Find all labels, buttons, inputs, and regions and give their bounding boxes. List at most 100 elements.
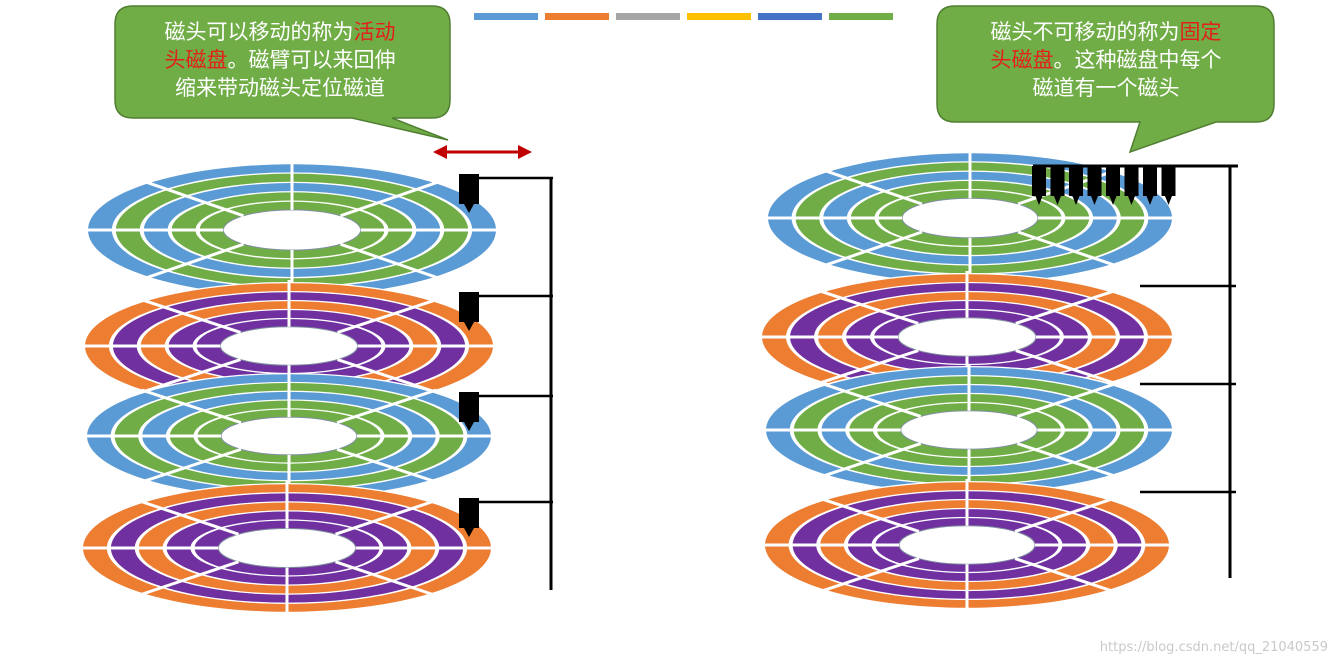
- platter: [760, 364, 1178, 496]
- platter-sector-line: [817, 349, 919, 386]
- palette-swatch: [829, 13, 893, 20]
- platter-sector-line: [143, 242, 244, 281]
- read-head-body: [1032, 166, 1046, 196]
- read-head-body: [1050, 166, 1065, 196]
- platter-sector-line: [140, 297, 241, 334]
- read-head: [1087, 166, 1102, 205]
- platter: [81, 371, 497, 501]
- platter-sector-line: [819, 496, 920, 533]
- read-head: [1161, 166, 1176, 205]
- platter-sector-line: [337, 297, 438, 334]
- platter-spindle-hole: [220, 416, 358, 456]
- platter-sector-line: [1015, 349, 1117, 386]
- read-head: [459, 292, 479, 331]
- watermark: https://blog.csdn.net/qq_21040559: [1099, 640, 1328, 655]
- read-head-body: [1087, 166, 1102, 196]
- platter-sector-line: [138, 499, 239, 536]
- platter-spindle-hole: [219, 326, 359, 366]
- read-head-tip: [1128, 196, 1135, 205]
- callout-left-text: 磁头可以移动的称为活动 头磁盘。磁臂可以来回伸 缩来带动磁头定位磁道: [128, 18, 432, 102]
- platter-spindle-hole: [900, 410, 1038, 450]
- callout-right-line3: 磁道有一个磁头: [1032, 76, 1180, 100]
- palette-swatch: [616, 13, 680, 20]
- moving-head-disk: [77, 161, 553, 615]
- palette-swatch: [758, 13, 822, 20]
- callout-right-text: 磁头不可移动的称为固定 头磁盘。这种磁盘中每个 磁道有一个磁头: [948, 18, 1264, 102]
- platter-sector-line: [340, 242, 441, 281]
- platter-sector-line: [822, 168, 923, 206]
- callout-left-highlight2: 头磁盘: [164, 48, 228, 72]
- read-head-tip: [464, 528, 474, 537]
- read-head-body: [459, 392, 479, 422]
- callout-left-line1a: 磁头可以移动的称为: [164, 20, 354, 44]
- read-head-body: [1106, 166, 1120, 196]
- platter: [77, 481, 497, 615]
- read-head-tip: [1165, 196, 1172, 205]
- platter-sector-line: [140, 358, 241, 395]
- read-head: [459, 392, 479, 431]
- read-head: [1050, 166, 1065, 205]
- palette-swatch: [545, 13, 609, 20]
- platter-sector-line: [335, 560, 436, 597]
- palette-swatch: [474, 13, 538, 20]
- read-head-tip: [464, 422, 474, 431]
- platter-spindle-hole: [897, 317, 1037, 357]
- read-head-tip: [1146, 196, 1154, 205]
- platter: [756, 271, 1178, 403]
- read-head: [1143, 166, 1157, 205]
- platter-sector-line: [819, 557, 920, 594]
- callout-left-bubble: [114, 5, 451, 141]
- platter-sector-line: [1014, 496, 1115, 533]
- platter-sector-line: [1016, 442, 1118, 479]
- platter-sector-line: [1014, 557, 1115, 594]
- read-head: [1069, 166, 1083, 205]
- platter-spindle-hole: [217, 528, 357, 568]
- platter-sector-line: [1017, 230, 1118, 268]
- palette-swatch: [687, 13, 751, 20]
- read-head-body: [1124, 166, 1139, 196]
- platter: [82, 161, 502, 299]
- platter-spindle-hole: [898, 525, 1036, 565]
- platter-sector-line: [822, 230, 923, 268]
- platter-sector-line: [337, 358, 438, 395]
- platter-sector-line: [336, 447, 437, 484]
- read-head-body: [459, 498, 479, 528]
- read-head-body: [459, 292, 479, 322]
- platter-sector-line: [1016, 381, 1118, 418]
- fixed-head-disk: [756, 150, 1238, 611]
- platter-sector-line: [143, 179, 244, 218]
- read-head: [1124, 166, 1139, 205]
- platter-sector-line: [141, 447, 242, 484]
- read-head-tip: [1091, 196, 1098, 205]
- platter: [79, 280, 499, 412]
- callout-right-highlight2: 头磁盘: [990, 48, 1054, 72]
- read-head: [1032, 166, 1046, 205]
- read-head: [1106, 166, 1120, 205]
- read-head-tip: [464, 204, 474, 213]
- platter-sector-line: [141, 388, 242, 425]
- read-head-tip: [1054, 196, 1061, 205]
- platter: [759, 479, 1175, 611]
- callout-right-line2b: 。这种磁盘中每个: [1053, 48, 1222, 72]
- read-head-tip: [464, 322, 474, 331]
- platter-sector-line: [820, 381, 922, 418]
- platter-sector-line: [817, 288, 919, 325]
- callout-left-line3: 缩来带动磁头定位磁道: [175, 76, 385, 100]
- read-head-tip: [1072, 196, 1080, 205]
- callout-right-bubble: [936, 5, 1275, 154]
- platter-sector-line: [820, 442, 922, 479]
- callout-right-line1a: 磁头不可移动的称为: [990, 20, 1180, 44]
- read-head: [459, 498, 479, 537]
- read-head-tip: [1035, 196, 1043, 205]
- platter-sector-line: [138, 560, 239, 597]
- read-head-body: [1161, 166, 1176, 196]
- read-head-body: [1143, 166, 1157, 196]
- read-head-tip: [1109, 196, 1117, 205]
- arm-movement-arrow: [433, 145, 532, 159]
- platter-sector-line: [340, 179, 441, 218]
- read-head: [459, 174, 479, 213]
- read-head-body: [1069, 166, 1083, 196]
- platter-sector-line: [335, 499, 436, 536]
- platter-spindle-hole: [901, 197, 1039, 239]
